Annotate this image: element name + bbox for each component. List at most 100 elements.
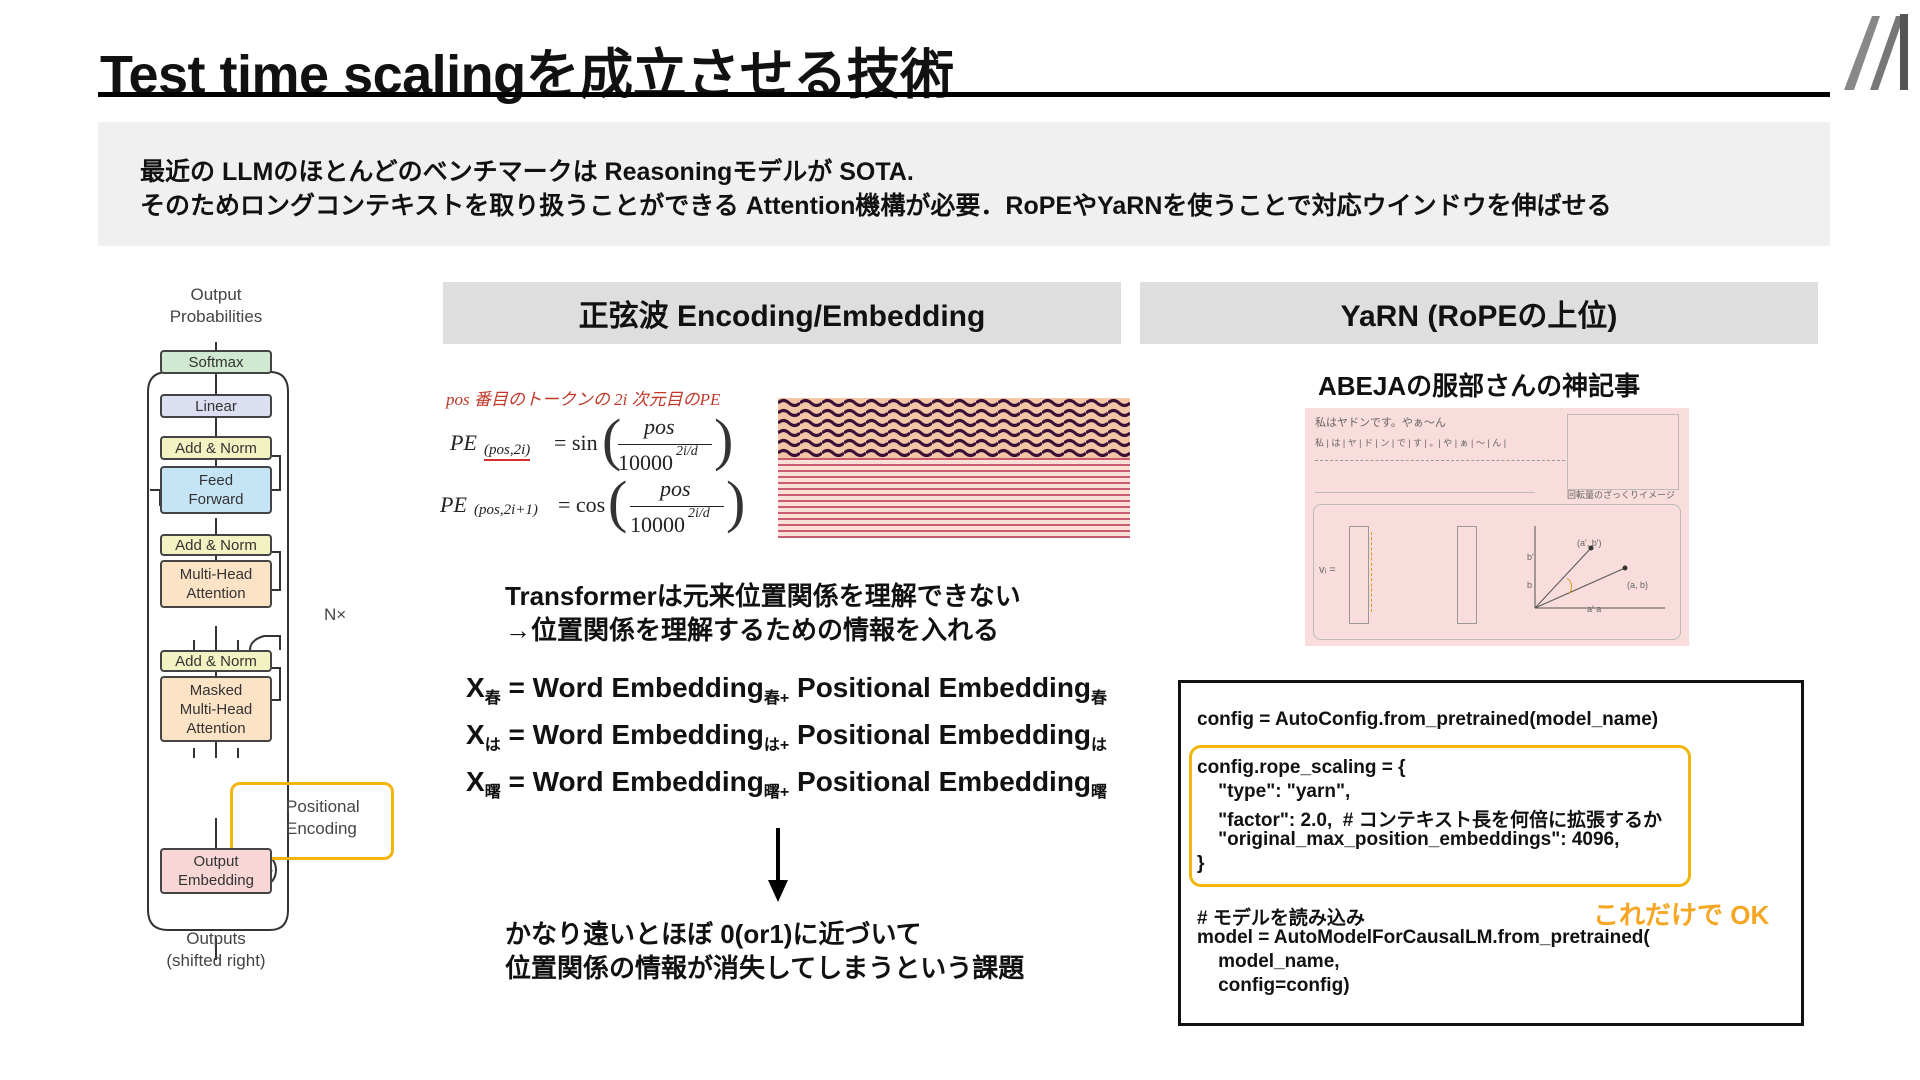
slide-title: Test time scalingを成立させる技術 [100, 45, 954, 105]
emb-row-word: = Word Embedding [508, 766, 764, 797]
intro-line-2: そのためロングコンテキストを取り扱うことができる Attention機構が必要．… [140, 192, 1612, 220]
pe-cos-formula: PE (pos,2i+1) = cos ( pos 10000 2i/d ) [440, 469, 746, 538]
emb-row-pe: Positional Embedding [797, 719, 1092, 750]
formula-caption: pos 番目のトークンの 2i 次元目のPE [446, 390, 721, 409]
feed-forward-label-1: Feed [198, 472, 234, 489]
thumb-text-2: 私 | は | ヤ | ド | ン | で | す | 。| や | ぁ | 〜… [1315, 438, 1507, 448]
nx-label: N× [324, 605, 347, 624]
transformer-note-1: Transformerは元来位置関係を理解できない [505, 581, 1021, 611]
pe-sin-sub: (pos,2i) [484, 442, 531, 461]
positional-encoding-heatmap-image [778, 398, 1130, 538]
softmax-label: Softmax [188, 353, 244, 371]
pe-cos-num: pos [660, 476, 691, 501]
code-block: config = AutoConfig.from_pretrained(mode… [1178, 680, 1804, 1026]
thumb-text-4: (a', b') [1577, 538, 1602, 548]
output-emb-label-1: Output [193, 853, 239, 870]
pe-sin-lhs: PE [450, 430, 477, 455]
transformer-note-2: →位置関係を理解するための情報を入れる [505, 615, 1000, 645]
company-logo-icon [1844, 14, 1908, 90]
emb-row-token: は [484, 737, 501, 754]
pe-cos-exp: 2i/d [688, 506, 710, 521]
thumb-text-8: a' a [1587, 604, 1602, 614]
sine-section-header: 正弦波 Encoding/Embedding [443, 282, 1121, 344]
emb-row-token: 春 [484, 690, 501, 707]
feed-forward-block: Feed Forward [160, 466, 272, 514]
mha-label-1: Multi-Head [179, 566, 253, 583]
issue-line-2: 位置関係の情報が消失してしまうという課題 [505, 953, 1025, 983]
feed-forward-label-2: Forward [188, 491, 244, 508]
code-line-8: model = AutoModelForCausalLM.from_pretra… [1197, 927, 1650, 948]
output-label-line1: Output [190, 285, 242, 304]
pe-sin-exp: 2i/d [676, 444, 698, 459]
emb-row-akebono: X曙 = Word Embedding曙+ Positional Embeddi… [466, 766, 1107, 802]
outputs-label-1: Outputs [186, 929, 246, 948]
rotation-plot-icon [1534, 526, 1665, 609]
emb-row-token: 春 [763, 690, 780, 707]
masked-attention-block: Masked Multi-Head Attention [160, 676, 272, 742]
emb-row-token: 曙 [763, 784, 780, 801]
thumb-text-1: 私はヤドンです。やぁ〜ん [1315, 417, 1446, 429]
output-label-line2: Probabilities [169, 307, 263, 326]
masked-label-1: Masked [189, 681, 243, 699]
pe-cos-den: 10000 [630, 512, 685, 537]
pe-sin-den: 10000 [618, 450, 673, 475]
positional-label-1: Positional [286, 797, 360, 816]
linear-block: Linear [160, 394, 272, 418]
emb-row-token: は [1091, 737, 1108, 754]
code-line-6: } [1197, 853, 1205, 874]
output-probabilities-label: Output Probabilities [136, 284, 296, 328]
intro-line-1: 最近の LLMのほとんどのベンチマークは Reasoningモデルが SOTA. [140, 158, 914, 186]
output-embedding-block: Output Embedding [160, 848, 272, 894]
emb-row-token: 曙 [484, 784, 501, 801]
code-line-7: # モデルを読み込み [1197, 908, 1365, 929]
add-norm-block-mid: Add & Norm [160, 534, 272, 556]
code-line-2: config.rope_scaling = { [1197, 757, 1406, 778]
emb-row-x: X [466, 766, 485, 797]
linear-label: Linear [195, 397, 237, 415]
emb-row-ha: Xは = Word Embeddingは+ Positional Embeddi… [466, 719, 1107, 755]
add-norm-label: Add & Norm [175, 439, 257, 457]
pe-cos-lhs: PE [440, 492, 467, 517]
code-line-4: "factor": 2.0, # コンテキスト長を何倍に拡張するか [1197, 810, 1663, 831]
multi-head-attention-block: Multi-Head Attention [160, 560, 272, 608]
article-title: ABEJAの服部さんの神記事 [1318, 371, 1641, 401]
add-norm-block-top: Add & Norm [160, 436, 272, 460]
title-underline [98, 92, 1830, 97]
pe-sin-fn: = sin [554, 430, 598, 455]
emb-row-token: 曙 [1091, 784, 1108, 801]
code-line-3: "type": "yarn", [1197, 781, 1351, 802]
masked-label-2: Multi-Head [179, 700, 253, 718]
softmax-block: Softmax [160, 350, 272, 374]
yarn-section-header: YaRN (RoPEの上位) [1140, 282, 1818, 344]
positional-label-2: Encoding [286, 819, 357, 838]
code-line-5: "original_max_position_embeddings": 4096… [1197, 829, 1620, 850]
positional-encoding-highlight [230, 782, 394, 860]
outputs-label: Outputs (shifted right) [136, 928, 296, 972]
add-norm-label: Add & Norm [175, 652, 257, 670]
code-line-9: model_name, [1197, 951, 1340, 972]
emb-row-x: X [466, 719, 485, 750]
emb-row-word: = Word Embedding [508, 672, 764, 703]
code-line-1: config = AutoConfig.from_pretrained(mode… [1197, 709, 1659, 730]
thumb-text-7: b [1527, 580, 1533, 590]
positional-encoding-label: Positional Encoding [286, 796, 360, 840]
pe-cos-sub: (pos,2i+1) [474, 502, 538, 518]
pe-sin-num: pos [644, 414, 675, 439]
emb-row-plus: + [779, 690, 790, 707]
emb-row-token: 春 [1091, 690, 1108, 707]
rope-article-thumbnail: 私はヤドンです。やぁ〜ん 私 | は | ヤ | ド | ン | で | す |… [1305, 408, 1689, 646]
emb-row-haru: X春 = Word Embedding春+ Positional Embeddi… [466, 672, 1107, 708]
emb-row-x: X [466, 672, 485, 703]
add-norm-block-low: Add & Norm [160, 650, 272, 672]
intro-banner: 最近の LLMのほとんどのベンチマークは Reasoningモデルが SOTA.… [98, 122, 1830, 246]
thumb-text-9: vᵢ = [1319, 564, 1336, 576]
emb-row-plus: + [779, 737, 790, 754]
ok-label: これだけで OK [1593, 900, 1770, 930]
pe-cos-fn: = cos [558, 492, 606, 517]
masked-label-3: Attention [186, 719, 246, 737]
emb-row-pe: Positional Embedding [797, 672, 1092, 703]
code-line-10: config=config) [1197, 975, 1350, 996]
thumb-text-6: b' [1527, 552, 1534, 562]
emb-row-pe: Positional Embedding [797, 766, 1092, 797]
pe-sin-formula: PE (pos,2i) = sin ( pos 10000 2i/d ) [450, 407, 734, 476]
